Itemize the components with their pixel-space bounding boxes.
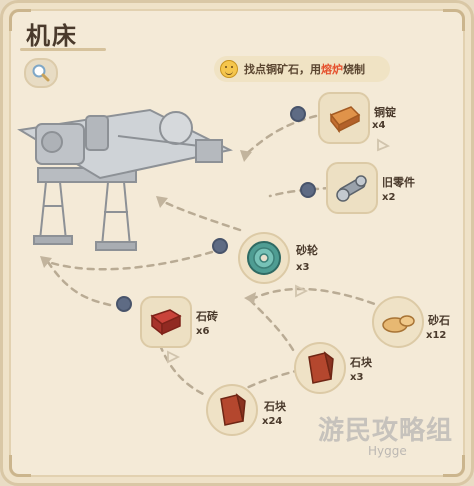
item-slot-copper-ingot[interactable] <box>318 92 370 144</box>
item-name: 石块 <box>350 356 372 369</box>
tree-node-dot <box>300 182 316 198</box>
item-count: x2 <box>382 192 396 203</box>
corner-ornament <box>9 455 31 477</box>
item-slot-stone-brick[interactable] <box>140 296 192 348</box>
title-divider <box>20 48 106 51</box>
item-slot-stone-block[interactable] <box>206 384 258 436</box>
item-name: 旧零件 <box>382 176 415 189</box>
item-count: x24 <box>262 416 283 427</box>
tree-node-dot <box>116 296 132 312</box>
hint-highlight: 熔炉 <box>321 63 343 76</box>
item-slot-old-parts[interactable] <box>326 162 378 214</box>
item-name: 石块 <box>264 400 286 413</box>
smiley-face-icon <box>220 60 238 78</box>
hint-bar: 找点铜矿石，用熔炉烧制 <box>214 56 390 82</box>
old-parts-icon <box>336 175 367 202</box>
item-count: x3 <box>296 262 310 273</box>
item-count: x4 <box>372 120 386 131</box>
corner-ornament <box>443 9 465 31</box>
item-name: 砂轮 <box>296 244 318 257</box>
tree-node-dot <box>290 106 306 122</box>
stone-brick-icon <box>150 309 182 336</box>
item-slot-grindstone[interactable] <box>238 232 290 284</box>
item-count: x12 <box>426 330 447 341</box>
item-slot-sandstone[interactable] <box>372 296 424 348</box>
item-count: x6 <box>196 326 210 337</box>
hint-text-suffix: 烧制 <box>343 63 365 76</box>
item-slot-stone-block[interactable] <box>294 342 346 394</box>
copper-ingot-icon <box>329 106 361 134</box>
lathe-machine-icon <box>17 108 233 251</box>
item-name: 石砖 <box>196 310 218 323</box>
tree-node-dot <box>212 238 228 254</box>
hint-text: 找点铜矿石，用 <box>244 63 321 76</box>
watermark-sub: Hygge <box>368 444 407 458</box>
watermark: 游民攻略组 <box>318 416 454 446</box>
search-button[interactable] <box>24 58 58 88</box>
corner-ornament <box>9 9 31 31</box>
item-name: 铜锭 <box>374 106 396 119</box>
corner-ornament <box>443 455 465 477</box>
page-title: 机床 <box>26 22 78 50</box>
item-count: x3 <box>350 372 364 383</box>
sandstone-icon <box>382 315 415 333</box>
stone-block-icon <box>308 351 334 384</box>
stone-block-icon <box>220 393 246 426</box>
item-name: 砂石 <box>428 314 450 327</box>
grindstone-icon <box>247 241 281 275</box>
magnifier-icon <box>32 64 50 82</box>
